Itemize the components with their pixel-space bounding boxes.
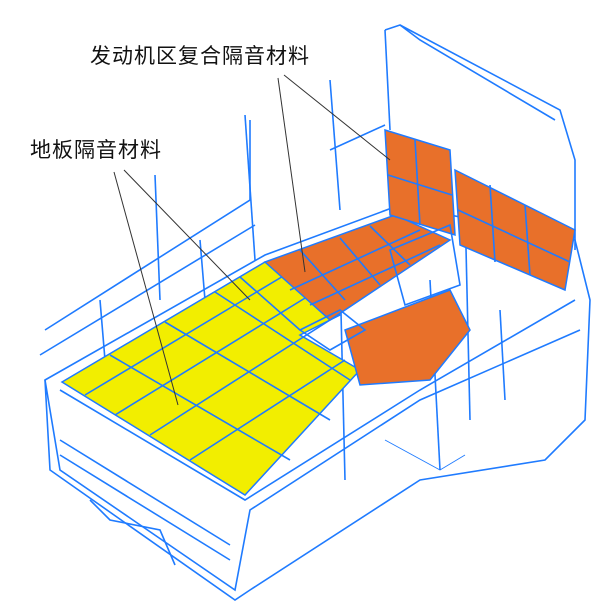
body-frame xyxy=(39,24,591,601)
engine-insulation-label: 发动机区复合隔音材料 xyxy=(90,44,310,68)
floor-insulation-label: 地板隔音材料 xyxy=(30,138,162,162)
engine-insulation xyxy=(263,128,576,386)
leader-lines xyxy=(113,74,391,406)
